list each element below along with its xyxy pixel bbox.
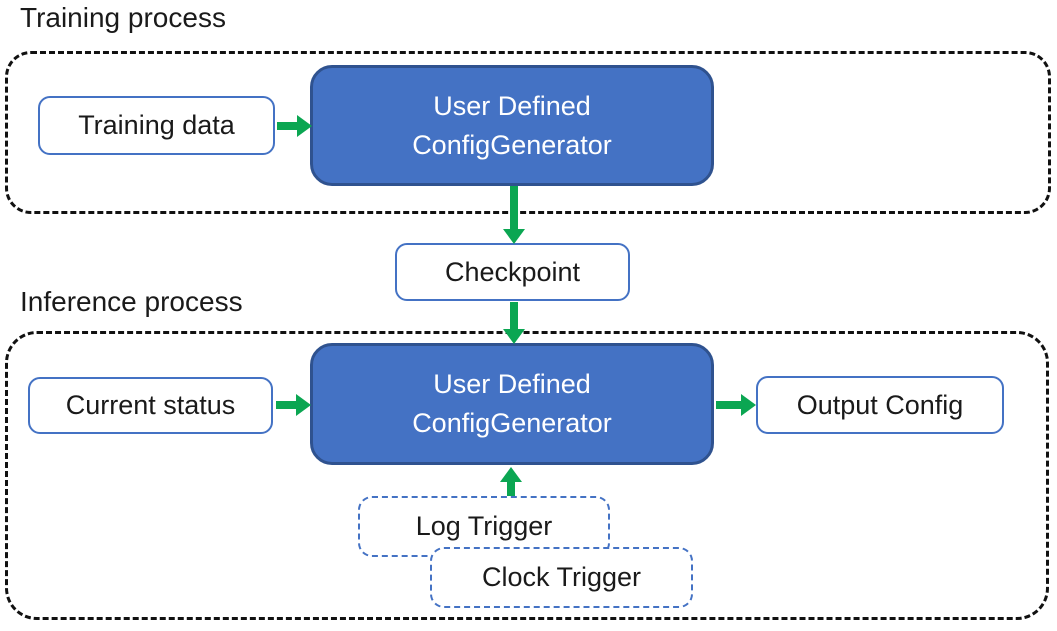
training-process-container	[5, 51, 1051, 214]
arrow-shaft	[510, 186, 518, 229]
arrow-head-up-icon	[500, 467, 522, 482]
arrow-head-right-icon	[297, 115, 312, 137]
log-trigger-label: Log Trigger	[415, 511, 553, 541]
checkpoint-label: Checkpoint	[444, 256, 581, 287]
arrow-shaft	[277, 122, 299, 130]
clock-trigger-label: Clock Trigger	[481, 562, 642, 592]
output-config-label: Output Config	[796, 389, 964, 420]
checkpoint-box: Checkpoint	[395, 243, 630, 301]
output-config-box: Output Config	[756, 376, 1004, 434]
training-data-label: Training data	[78, 110, 235, 140]
arrow-head-down-icon	[503, 329, 525, 344]
arrow-head-right-icon	[741, 394, 756, 416]
training-data-box: Training data	[38, 96, 275, 155]
arrow-shaft	[507, 480, 515, 497]
arrow-shaft	[276, 401, 298, 409]
arrow-head-down-icon	[503, 229, 525, 244]
inference-process-container	[5, 331, 1049, 620]
log-trigger-box: Log Trigger	[358, 496, 610, 557]
arrow-shaft	[716, 401, 742, 409]
inference-config-generator-line1: User Defined	[433, 369, 591, 399]
arrow-shaft	[510, 302, 518, 329]
inference-config-generator-line2: ConfigGenerator	[412, 408, 612, 438]
training-process-label: Training process	[20, 2, 226, 33]
current-status-box: Current status	[28, 377, 273, 434]
training-config-generator-line2: ConfigGenerator	[412, 129, 612, 160]
current-status-label: Current status	[65, 390, 236, 420]
inference-process-label: Inference process	[20, 286, 243, 317]
training-config-generator-line1: User Defined	[433, 90, 591, 121]
clock-trigger-box: Clock Trigger	[430, 547, 693, 608]
training-config-generator-box: User Defined ConfigGenerator	[310, 65, 714, 186]
inference-config-generator-box: User Defined ConfigGenerator	[310, 343, 714, 465]
arrow-head-right-icon	[296, 394, 311, 416]
